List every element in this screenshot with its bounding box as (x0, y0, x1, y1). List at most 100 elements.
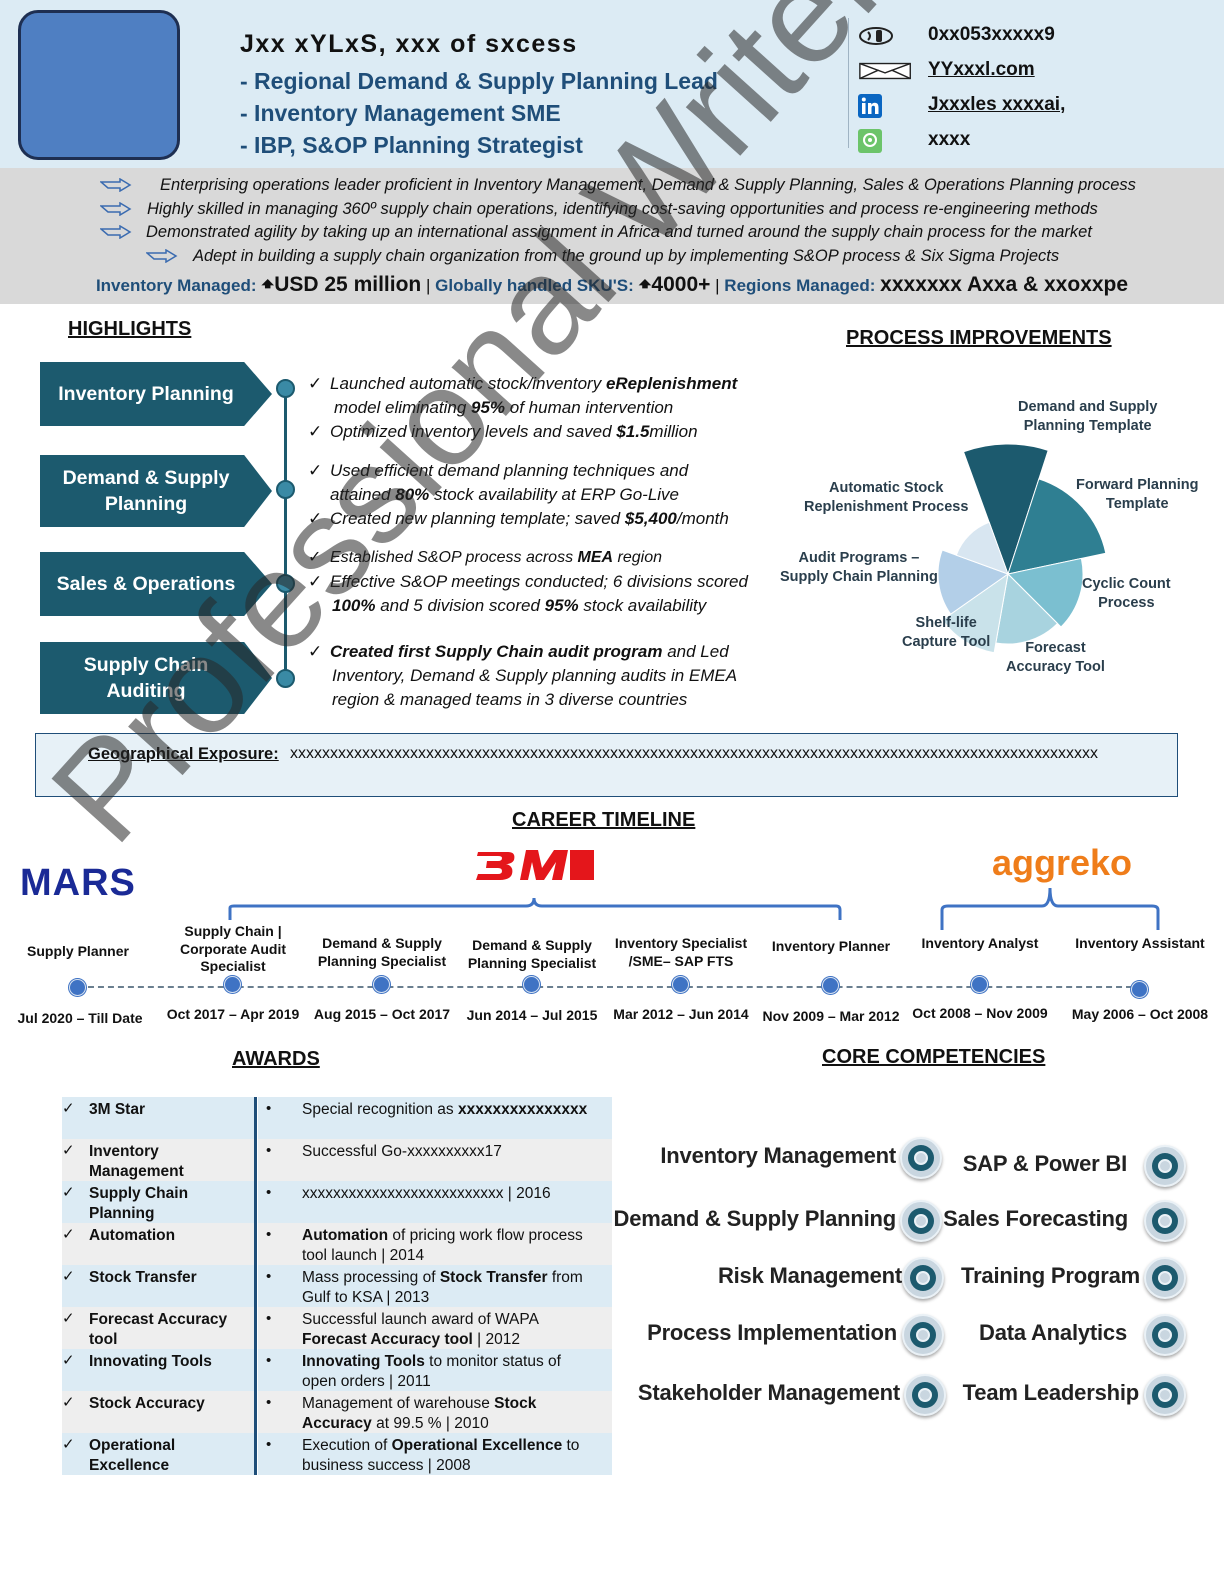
highlight-bullet: ✓Effective S&OP meetings conducted; 6 di… (308, 570, 748, 594)
label-line: Audit Programs – (798, 550, 920, 566)
desc-emphasis: Operational Excellence (391, 1437, 563, 1454)
bullet-emphasis: $1.5 (616, 422, 650, 441)
desc-emphasis: Innovating Tools (302, 1353, 425, 1370)
timeline-node (276, 574, 295, 593)
arrow-bullet-icon (100, 202, 132, 216)
award-name-cell: ✓Stock Transfer (62, 1265, 254, 1307)
competency-right: Team Leadership (962, 1380, 1140, 1405)
award-description: xxxxxxxxxxxxxxxxxxxxxxxxxx | 2016 (302, 1184, 551, 1204)
avatar-photo-placeholder (18, 10, 180, 160)
up-arrow-icon: 🠹 (638, 273, 652, 296)
location-pin-icon (858, 129, 882, 153)
awards-table: ✓3M Star•Special recognition as xxxxxxxx… (62, 1097, 612, 1475)
bullet-text: Established S&OP process across (330, 549, 578, 566)
desc-emphasis: Stock Transfer (439, 1269, 548, 1286)
award-name-line: Stock Transfer (89, 1269, 197, 1286)
aggreko-tenure-bracket (940, 887, 1160, 930)
rose-sector (937, 549, 1010, 615)
arrow-bullet-icon (100, 225, 132, 239)
award-desc-cell: •xxxxxxxxxxxxxxxxxxxxxxxxxx | 2016 (258, 1181, 612, 1223)
role-line: Inventory Analyst (921, 935, 1039, 951)
label-audit-programs: Audit Programs –Supply Chain Planning (780, 549, 938, 587)
header-divider (848, 18, 849, 148)
bullet-emphasis: Created first Supply Chain audit program (330, 642, 663, 661)
desc-text: | 2012 (472, 1331, 520, 1349)
timeline-date: Aug 2015 – Oct 2017 (313, 1006, 451, 1022)
role-line: Corporate Audit (179, 940, 287, 957)
timeline-role: Inventory Specialist/SME– SAP FTS (601, 935, 761, 970)
label-line: Capture Tool (902, 633, 991, 650)
check-icon: ✓ (62, 1394, 75, 1411)
bullet-text: Effective S&OP meetings conducted; 6 div… (330, 572, 748, 591)
bullet-text: model eliminating (334, 398, 472, 417)
competency-badge-icon (1144, 1257, 1186, 1299)
rose-sector (941, 572, 1009, 654)
timeline-dot (672, 976, 689, 993)
geo-value: xxxxxxxxxxxxxxxxxxxxxxxxxxxxxxxxxxxxxxxx… (290, 745, 1098, 762)
highlight-label: Inventory Planning (58, 382, 234, 405)
check-icon: ✓ (62, 1352, 75, 1369)
linkedin-handle[interactable]: Jxxxles xxxxai, (928, 94, 1066, 115)
career-timeline-heading: CAREER TIMELINE (512, 809, 696, 831)
award-name: Innovating Tools (89, 1352, 212, 1372)
phone-number[interactable]: 0xx053xxxxx9 (928, 24, 1055, 45)
timeline-role: Inventory Analyst (900, 935, 1060, 953)
timeline-date: Oct 2017 – Apr 2019 (166, 1006, 300, 1022)
label-line: Forward Planning (1076, 477, 1199, 493)
highlight-bullet-cont: model eliminating 95% of human intervent… (308, 396, 673, 420)
desc-emphasis: Forecast Accuracy tool (302, 1331, 473, 1349)
award-name-cell: ✓ Innovating Tools (62, 1349, 254, 1391)
desc-emphasis: Automation (302, 1227, 389, 1244)
title-line-2: - Inventory Management SME (240, 100, 561, 126)
check-icon: ✓ (62, 1184, 75, 1201)
highlight-demand-supply-planning: Demand & Supply Planning (40, 455, 272, 527)
label-line: Forecast (1025, 640, 1086, 656)
award-name-line: Automation (89, 1227, 176, 1244)
highlight-bullet: ✓Created first Supply Chain audit progra… (308, 640, 729, 664)
bullet-emphasis: 95% (471, 398, 506, 417)
timeline-role: Inventory Assistant (1060, 935, 1220, 953)
role-line: /SME– SAP FTS (628, 952, 734, 969)
role-line: Inventory Specialist (614, 935, 748, 951)
timeline-date: May 2006 – Oct 2008 (1071, 1006, 1209, 1022)
bullet-text: region (613, 549, 662, 566)
timeline-role: Inventory Planner (751, 938, 911, 956)
award-description: Successful Go-xxxxxxxxxx17 (302, 1142, 502, 1162)
award-name-line: Management (89, 1163, 184, 1181)
desc-emphasis: xxxxxxxxxxxxxxx (457, 1101, 588, 1118)
check-icon: ✓ (62, 1142, 75, 1159)
email-link[interactable]: YYxxxl.com (928, 59, 1035, 80)
award-row: ✓Innovating Tools•Innovating Tools to mo… (62, 1349, 612, 1391)
bullet-emphasis: $5,400 (624, 509, 677, 528)
bullet-emphasis: 95% (544, 596, 579, 615)
timeline-node (276, 480, 295, 499)
check-icon: ✓ (62, 1100, 75, 1117)
bullet-icon: • (266, 1142, 272, 1159)
bullet-emphasis: eReplenishment (605, 374, 738, 393)
professional-summary: Enterprising operations leader proficien… (0, 168, 1224, 304)
competency-badge-icon (904, 1374, 946, 1416)
arrow-bullet-icon (146, 249, 178, 263)
process-improvements-rose-chart (937, 443, 1107, 654)
summary-line-3: Demonstrated agility by taking up an int… (146, 223, 1092, 241)
highlight-inventory-planning: Inventory Planning (40, 362, 272, 426)
competency-badge-icon (1144, 1200, 1186, 1242)
desc-text: at 99.5 % | 2010 (371, 1415, 489, 1433)
bullet-text: Inventory, Demand & Supply planning audi… (332, 666, 738, 685)
bullet-icon: • (266, 1436, 272, 1453)
timeline-date: Jun 2014 – Jul 2015 (466, 1007, 598, 1023)
check-icon: ✓ (308, 461, 323, 480)
competency-badge-icon (1144, 1374, 1186, 1416)
inventory-managed-value: USD 25 million (274, 273, 422, 296)
desc-text: to monitor status of (424, 1353, 561, 1370)
bullet-icon: • (266, 1100, 272, 1117)
